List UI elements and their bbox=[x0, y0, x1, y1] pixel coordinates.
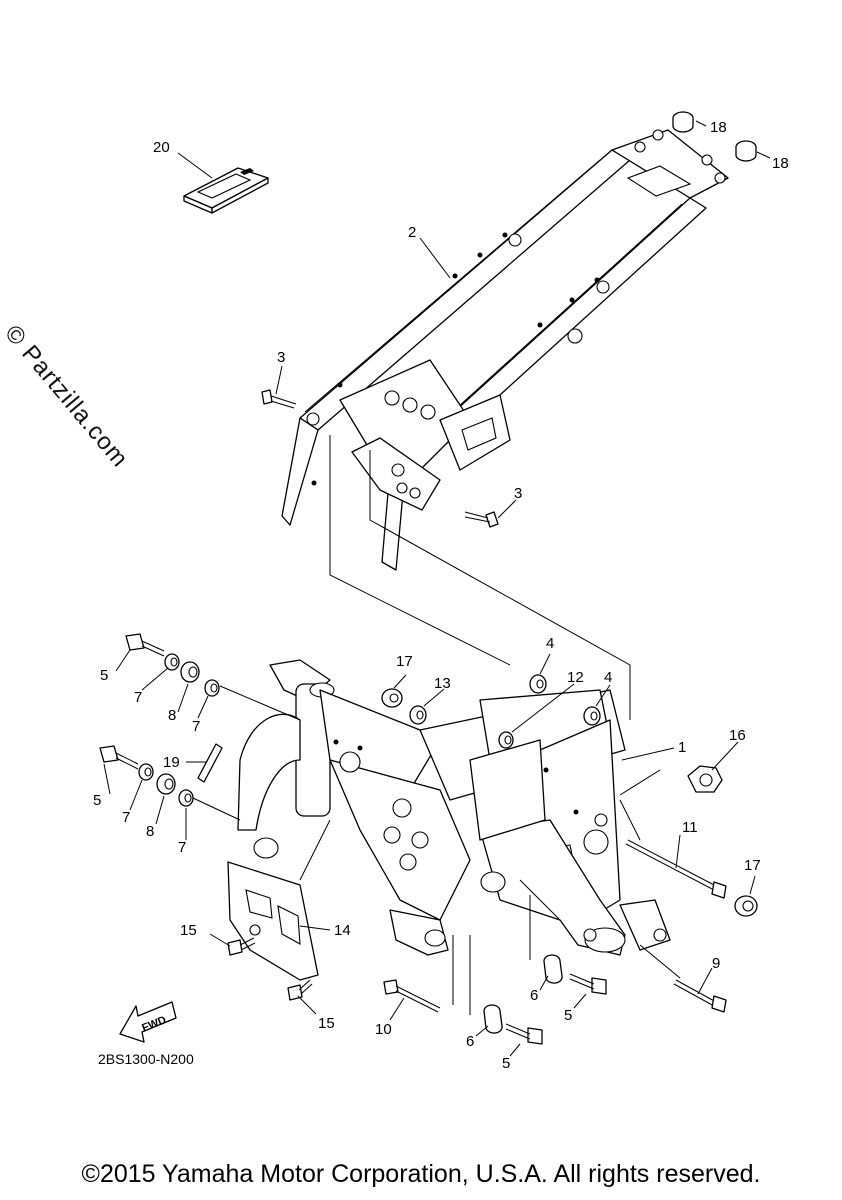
label-plate-part[interactable] bbox=[183, 167, 269, 214]
collar-part-4-left[interactable] bbox=[529, 674, 547, 694]
bolt-part-3-upper[interactable] bbox=[261, 389, 297, 409]
bolt-part-11[interactable] bbox=[625, 839, 727, 899]
bolt-part-5-bottom[interactable] bbox=[505, 1023, 543, 1045]
callout-7-a: 7 bbox=[134, 689, 142, 706]
copyright-notice: ©2015 Yamaha Motor Corporation, U.S.A. A… bbox=[81, 1160, 761, 1188]
callout-12: 12 bbox=[567, 669, 584, 686]
callout-5-lower-left: 5 bbox=[93, 792, 101, 809]
callout-numbers: 20 2 3 3 18 18 5 5 7 8 7 19 7 8 7 17 13 … bbox=[93, 119, 789, 1072]
callout-4-right: 4 bbox=[604, 669, 612, 686]
clip-part-16[interactable] bbox=[687, 765, 723, 793]
callout-18-left: 18 bbox=[710, 119, 727, 136]
callout-7-c: 7 bbox=[122, 809, 130, 826]
main-frame-part[interactable] bbox=[237, 659, 671, 956]
callout-1: 1 bbox=[678, 739, 686, 756]
bolt-part-3-lower[interactable] bbox=[464, 511, 499, 528]
callout-13: 13 bbox=[434, 675, 451, 692]
bolt-part-5-lower-left[interactable] bbox=[99, 745, 139, 770]
callout-3-upper: 3 bbox=[277, 349, 285, 366]
callout-5-upper-left: 5 bbox=[100, 667, 108, 684]
callout-14: 14 bbox=[334, 922, 351, 939]
collar-part-7-a[interactable] bbox=[164, 653, 180, 671]
collar-part-8-lower[interactable] bbox=[156, 773, 176, 795]
collar-part-6-bottom[interactable] bbox=[483, 1004, 503, 1034]
reference-lines bbox=[192, 435, 681, 1015]
callout-15-upper: 15 bbox=[180, 922, 197, 939]
callout-10: 10 bbox=[375, 1021, 392, 1038]
bolt-part-5-upper-left[interactable] bbox=[125, 633, 165, 657]
callout-8-upper: 8 bbox=[168, 707, 176, 724]
bolt-part-10[interactable] bbox=[383, 979, 441, 1013]
collar-part-7-d[interactable] bbox=[178, 789, 194, 807]
bolt-part-9[interactable] bbox=[673, 979, 727, 1013]
callout-17-right: 17 bbox=[744, 857, 761, 874]
sticker-part[interactable] bbox=[197, 743, 223, 783]
collar-part-4-right[interactable] bbox=[583, 706, 601, 726]
bushing-part-17-right[interactable] bbox=[734, 895, 758, 917]
callout-9: 9 bbox=[712, 955, 720, 972]
callout-7-d: 7 bbox=[178, 839, 186, 856]
callout-6-bottom: 6 bbox=[466, 1033, 474, 1050]
callout-17-upper: 17 bbox=[396, 653, 413, 670]
screw-part-15-upper[interactable] bbox=[227, 937, 256, 956]
side-plate-part[interactable] bbox=[227, 861, 319, 981]
callout-5-bottom: 5 bbox=[502, 1055, 510, 1072]
screw-part-15-lower[interactable] bbox=[287, 979, 313, 1001]
callout-16: 16 bbox=[729, 727, 746, 744]
collar-part-7-b[interactable] bbox=[204, 679, 220, 697]
bushing-part-17-upper[interactable] bbox=[381, 688, 403, 708]
callout-19: 19 bbox=[163, 754, 180, 771]
collar-part-12[interactable] bbox=[498, 731, 514, 749]
callout-5-right: 5 bbox=[564, 1007, 572, 1024]
diagram-code: 2BS1300-N200 bbox=[98, 1051, 194, 1067]
collar-part-8-upper[interactable] bbox=[180, 661, 200, 683]
collar-part-13[interactable] bbox=[409, 705, 427, 725]
callout-4-left: 4 bbox=[546, 635, 554, 652]
callout-8-lower: 8 bbox=[146, 823, 154, 840]
callout-6-right: 6 bbox=[530, 987, 538, 1004]
callout-18-right: 18 bbox=[772, 155, 789, 172]
callout-20: 20 bbox=[153, 139, 170, 156]
callout-11: 11 bbox=[682, 819, 698, 836]
callout-7-b: 7 bbox=[192, 718, 200, 735]
callout-3-lower: 3 bbox=[514, 485, 522, 502]
rear-frame-part[interactable] bbox=[281, 129, 729, 571]
leader-lines bbox=[103, 120, 771, 1057]
callout-2: 2 bbox=[408, 224, 416, 241]
rear-cap-part-left[interactable] bbox=[672, 111, 694, 133]
collar-part-7-c[interactable] bbox=[138, 763, 154, 781]
rear-cap-part-right[interactable] bbox=[735, 140, 757, 162]
forward-arrow-icon: FWD bbox=[119, 1001, 177, 1043]
bolt-part-5-right[interactable] bbox=[569, 973, 607, 995]
callout-15-lower: 15 bbox=[318, 1015, 335, 1032]
